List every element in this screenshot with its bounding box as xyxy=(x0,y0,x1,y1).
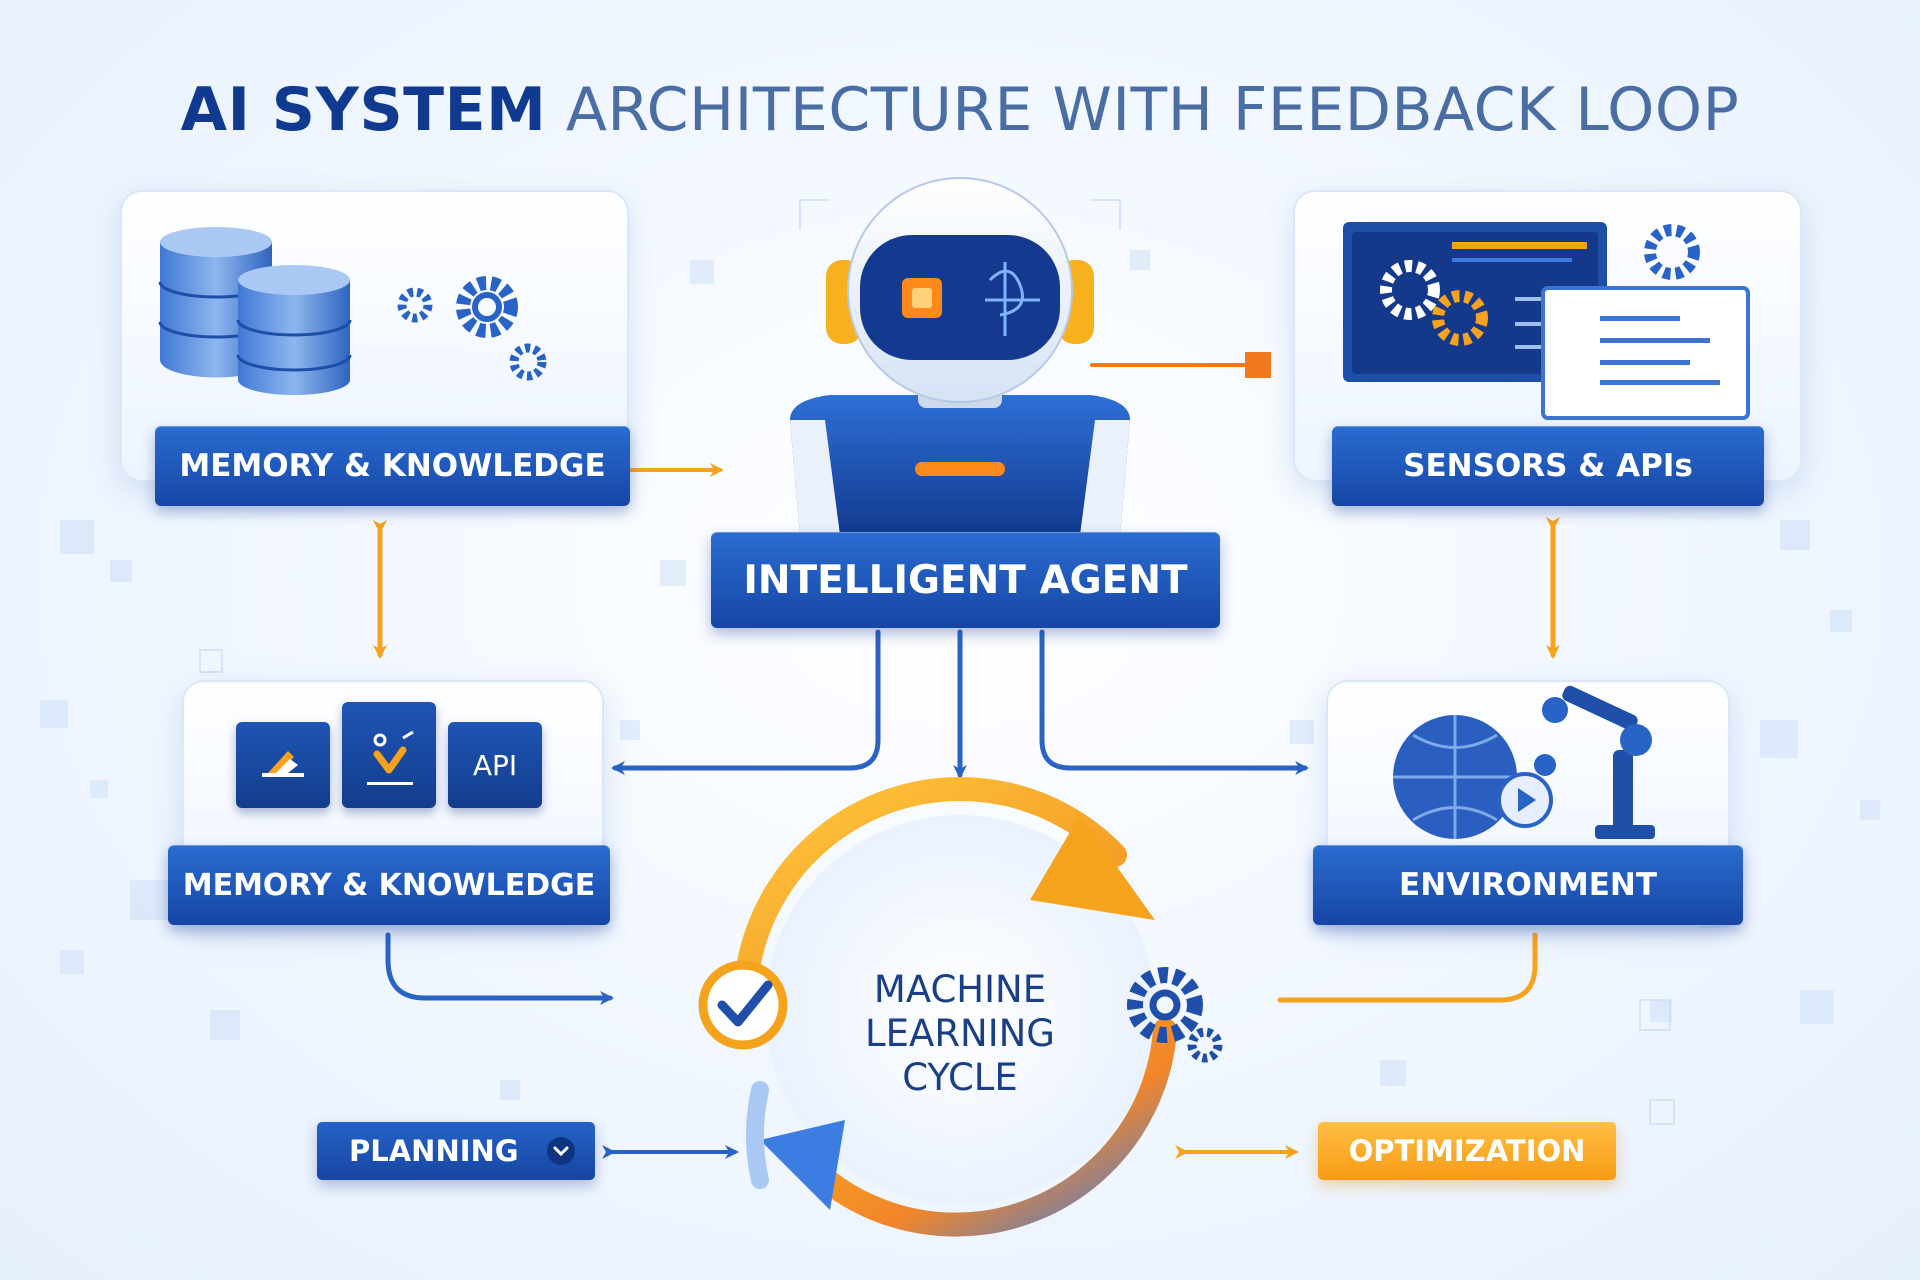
memory-top-label-text: MEMORY & KNOWLEDGE xyxy=(179,448,606,484)
chart-card[interactable] xyxy=(236,722,330,808)
api-card[interactable]: API xyxy=(448,722,542,808)
globe-icon xyxy=(1393,715,1553,839)
robot-icon xyxy=(790,177,1130,535)
agent-label-text: INTELLIGENT AGENT xyxy=(743,557,1188,603)
memory-mid-label[interactable]: MEMORY & KNOWLEDGE xyxy=(168,845,610,925)
robot-arm-icon xyxy=(1534,685,1655,839)
api-card-label: API xyxy=(472,748,518,782)
memory-mid-label-text: MEMORY & KNOWLEDGE xyxy=(182,867,596,903)
planning-button[interactable]: PLANNING xyxy=(317,1122,595,1180)
gear-icon xyxy=(397,276,547,381)
planning-label: PLANNING xyxy=(349,1134,519,1168)
optimization-label: OPTIMIZATION xyxy=(1348,1134,1586,1168)
chart-card-icon xyxy=(262,751,304,777)
database-icon xyxy=(158,227,352,395)
environment-label-text: ENVIRONMENT xyxy=(1399,867,1657,903)
optimization-button[interactable]: OPTIMIZATION xyxy=(1318,1122,1616,1180)
title-bold: AI SYSTEM xyxy=(180,75,547,145)
memory-top-label[interactable]: MEMORY & KNOWLEDGE xyxy=(155,426,630,506)
insight-card[interactable] xyxy=(342,702,436,808)
page-title: AI SYSTEM ARCHITECTURE WITH FEEDBACK LOO… xyxy=(0,75,1920,145)
cycle-ring xyxy=(733,776,1177,1237)
cycle-label: MACHINE LEARNING CYCLE xyxy=(865,968,1055,1099)
dashboard-icon xyxy=(1343,222,1750,420)
insight-card-icon xyxy=(367,730,414,785)
title-rest: ARCHITECTURE WITH FEEDBACK LOOP xyxy=(565,75,1740,145)
environment-label[interactable]: ENVIRONMENT xyxy=(1313,845,1743,925)
sensors-label-text: SENSORS & APIs xyxy=(1403,448,1693,484)
chevron-down-icon xyxy=(546,1137,575,1165)
sensors-label[interactable]: SENSORS & APIs xyxy=(1332,426,1764,506)
cycle-gear-icon xyxy=(1127,967,1223,1063)
agent-label[interactable]: INTELLIGENT AGENT xyxy=(711,532,1220,628)
checkmark-icon xyxy=(698,960,788,1050)
